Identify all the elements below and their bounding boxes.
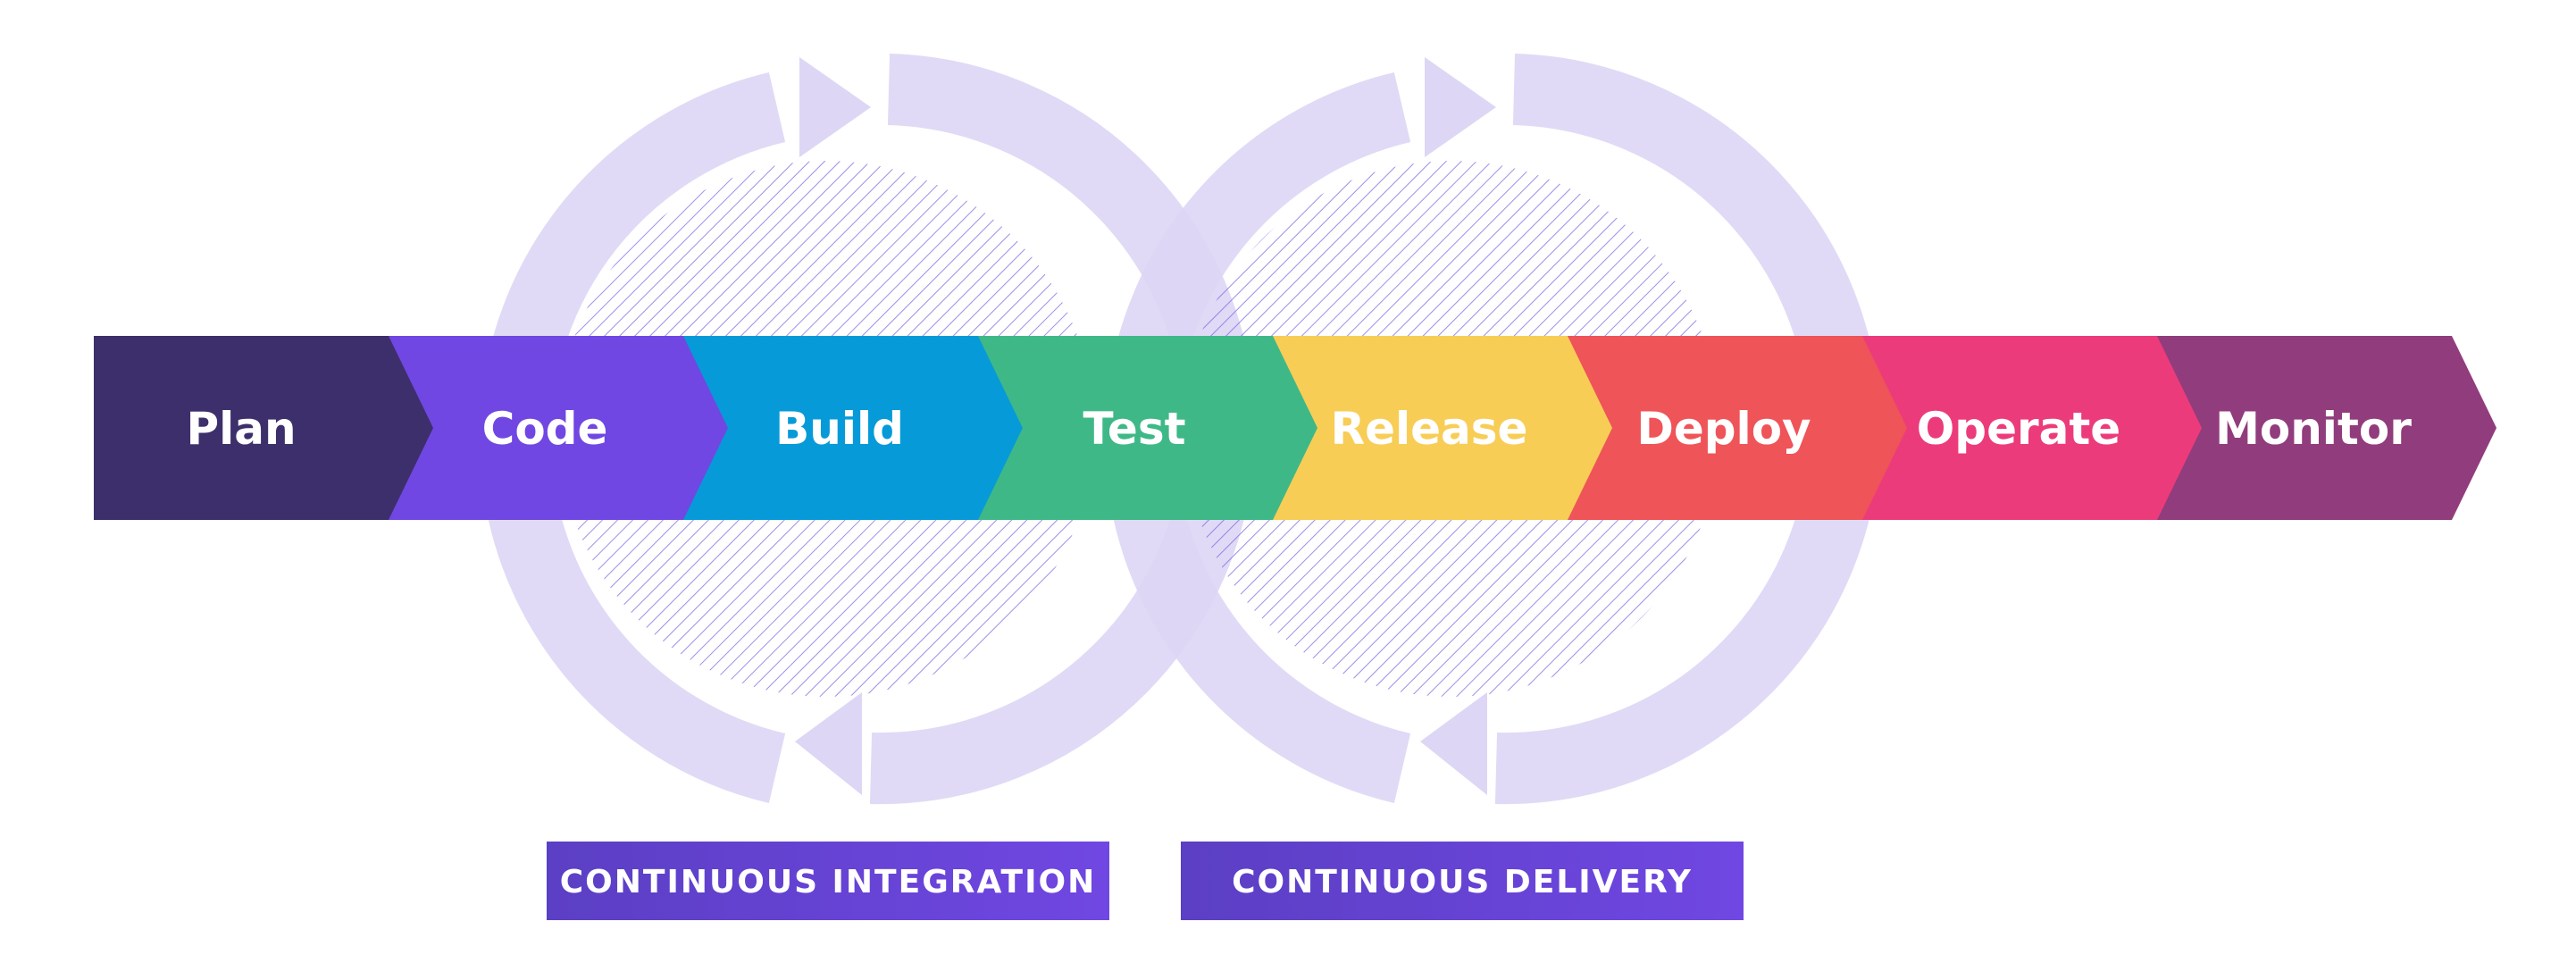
stage-plan-chevron <box>94 336 433 520</box>
stage-release-chevron <box>1250 336 1612 520</box>
stage-operate-label: Operate <box>1917 403 2120 455</box>
stage-plan-label: Plan <box>186 403 296 455</box>
stage-code-label: Code <box>482 403 608 455</box>
stage-monitor-label: Monitor <box>2215 403 2412 455</box>
stage-test-chevron <box>956 336 1317 520</box>
cd-arrowhead-top-icon <box>1425 57 1496 157</box>
ci-badge: CONTINUOUS INTEGRATION <box>547 842 1109 920</box>
stage-deploy-label: Deploy <box>1636 403 1811 455</box>
stage-build-label: Build <box>775 403 904 455</box>
stage-release-label: Release <box>1331 403 1528 455</box>
cd-badge-label: CONTINUOUS DELIVERY <box>1232 864 1693 900</box>
stage-deploy-chevron <box>1545 336 1907 520</box>
pipeline-stages: Monitor Operate Deploy Release Test Build Code… <box>94 336 2497 520</box>
cd-arrowhead-bottom-icon <box>1420 692 1487 795</box>
cd-badge: CONTINUOUS DELIVERY <box>1181 842 1744 920</box>
cd-badge-box <box>1181 842 1744 920</box>
ci-arrowhead-top-icon <box>799 57 871 157</box>
ci-badge-label: CONTINUOUS INTEGRATION <box>560 864 1096 900</box>
stage-build-chevron <box>661 336 1023 520</box>
stage-code-chevron <box>366 336 728 520</box>
stage-operate-chevron <box>1840 336 2202 520</box>
stage-test-label: Test <box>1083 403 1185 455</box>
ci-badge-box <box>547 842 1109 920</box>
ci-arrowhead-bottom-icon <box>795 692 862 795</box>
stage-monitor-chevron <box>2135 336 2497 520</box>
